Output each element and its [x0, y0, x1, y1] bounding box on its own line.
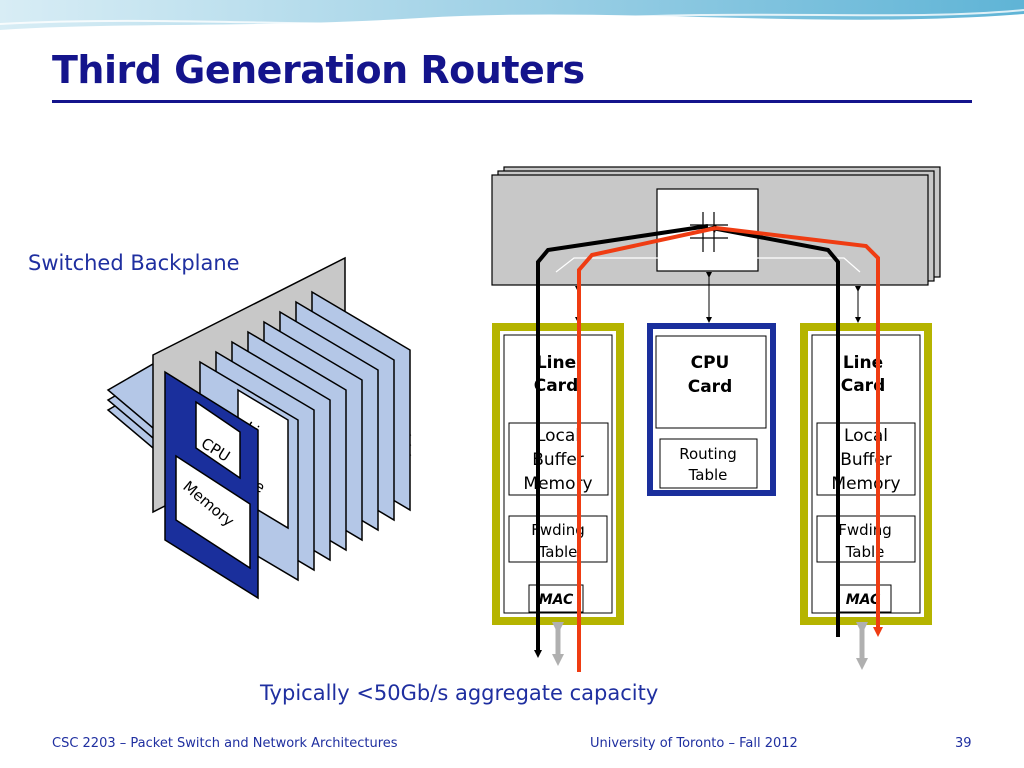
footer-course: CSC 2203 – Packet Switch and Network Arc… — [52, 736, 398, 751]
cpu-card-title-2: Card — [688, 377, 733, 397]
title-underline — [52, 100, 972, 103]
routing-table — [659, 438, 758, 489]
local-buffer-memory-right — [816, 422, 916, 496]
line-card-right: Line Card Local Buffer Memory Fwding Tab… — [800, 323, 932, 625]
header-wave-decoration — [0, 0, 1024, 30]
switched-backplane-label: Switched Backplane — [28, 251, 240, 275]
line-card-right-title-1: Line — [843, 353, 883, 373]
fwding-right-line-2: Table — [845, 543, 885, 561]
fwding-right-line-1: Fwding — [838, 521, 892, 539]
mac-left-label: MAC — [539, 592, 574, 608]
fwding-table-left — [508, 515, 608, 563]
capacity-caption: Typically <50Gb/s aggregate capacity — [260, 681, 659, 705]
buffer-right-line-2: Buffer — [840, 450, 892, 470]
cpu-card: CPU Card Routing Table — [647, 323, 776, 496]
footer-university: University of Toronto – Fall 2012 — [590, 736, 798, 751]
switched-backplane-illustration: Li ce CPU Memory — [106, 256, 412, 600]
switch-fabric-backplane — [491, 166, 941, 286]
buffer-left-line-2: Buffer — [532, 450, 584, 470]
buffer-right-line-1: Local — [844, 426, 888, 446]
fwding-table-right — [816, 515, 916, 563]
local-buffer-memory-left — [508, 422, 609, 496]
buffer-left-line-3: Memory — [523, 474, 592, 494]
io-arrows — [552, 622, 868, 670]
red-packet-path — [577, 226, 883, 672]
fwding-left-line-2: Table — [538, 543, 578, 561]
buffer-left-line-1: Local — [536, 426, 580, 446]
slide-title: Third Generation Routers — [52, 48, 585, 92]
buffer-right-line-3: Memory — [831, 474, 900, 494]
routing-table-line-1: Routing — [679, 445, 737, 463]
line-card-left: Line Card Local Buffer Memory Fwding Tab… — [492, 323, 624, 625]
line-card-right-title-2: Card — [841, 376, 886, 396]
routing-table-line-2: Table — [688, 466, 728, 484]
line-card-left-title-1: Line — [536, 353, 576, 373]
page-number: 39 — [955, 736, 972, 751]
line-card-left-title-2: Card — [534, 376, 579, 396]
black-packet-path — [534, 224, 840, 658]
mac-right — [836, 584, 892, 613]
fwding-left-line-1: Fwding — [531, 521, 585, 539]
cpu-card-title-1: CPU — [691, 353, 730, 373]
mac-right-label: MAC — [846, 592, 881, 608]
